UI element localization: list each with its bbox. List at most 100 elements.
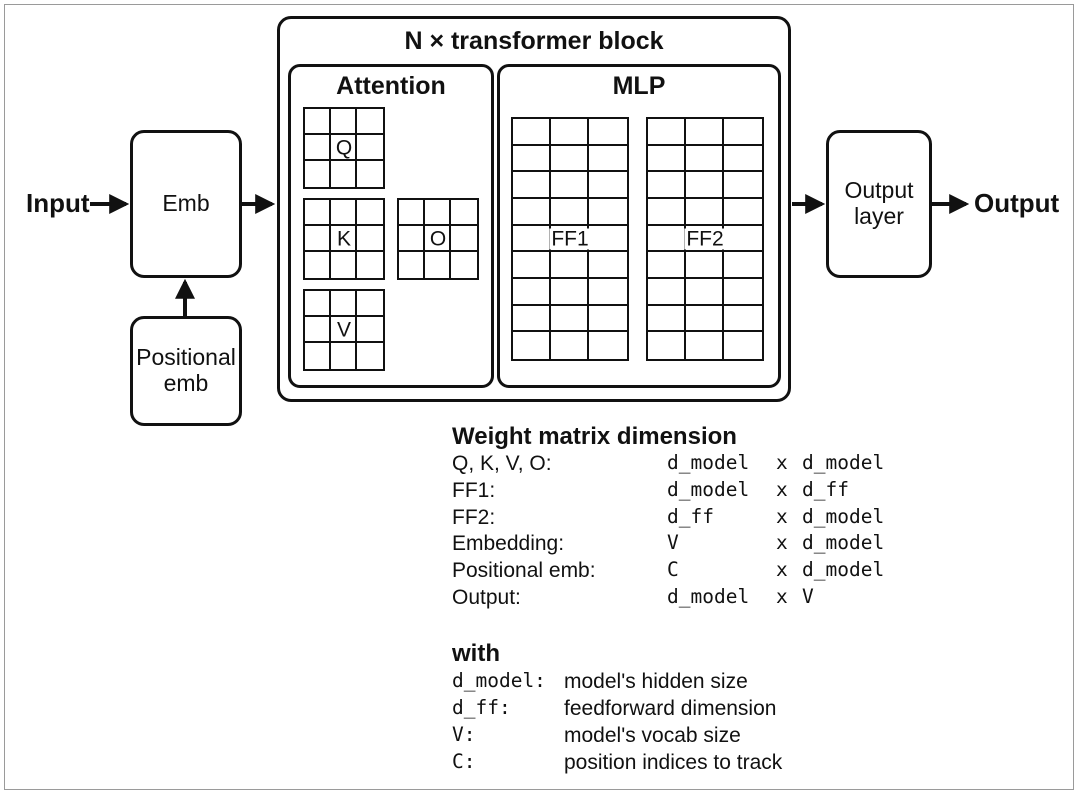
matrix-cell — [686, 198, 724, 226]
matrix-cell — [686, 119, 724, 146]
positional-embedding-box: Positional emb — [130, 316, 242, 426]
weight-row-name: Output: — [452, 586, 521, 609]
matrix-cell — [305, 161, 331, 187]
matrix-cell — [357, 109, 383, 135]
output-layer-box: Output layer — [826, 130, 932, 278]
matrix-cell — [513, 252, 551, 279]
matrix-cell — [648, 332, 686, 359]
weights-heading: Weight matrix dimension — [452, 423, 737, 450]
matrix-cell — [305, 135, 331, 161]
matrix-cell — [331, 343, 357, 369]
weight-row-rows-dim: V — [667, 531, 679, 555]
matrix-cell — [305, 291, 331, 317]
weight-row-name: FF1: — [452, 478, 496, 502]
matrix-cell — [686, 332, 724, 359]
legend-meaning: position indices to track — [564, 751, 783, 774]
weight-row-x: x — [776, 558, 788, 582]
weight-row-x: x — [776, 477, 788, 501]
matrix-cell — [551, 278, 589, 306]
matrix-cell — [451, 252, 477, 278]
matrix-cell — [724, 199, 762, 226]
weight-row-x: x — [776, 451, 788, 474]
matrix-cell — [331, 252, 357, 278]
k-matrix-label: K — [334, 227, 354, 251]
embedding-box: Emb — [130, 130, 242, 278]
legend-meaning: feedforward dimension — [564, 697, 777, 720]
matrix-cell — [399, 200, 425, 226]
matrix-cell — [589, 279, 627, 306]
matrix-cell — [357, 291, 383, 317]
matrix-cell — [589, 252, 627, 279]
weight-row-name: Q, K, V, O: — [452, 452, 552, 475]
matrix-cell — [551, 305, 589, 333]
matrix-cell — [724, 252, 762, 279]
matrix-cell — [331, 226, 357, 252]
matrix-cell — [589, 332, 627, 359]
weight-row-cols-dim: d_model — [802, 531, 885, 555]
weight-row-rows-dim: C — [667, 558, 679, 582]
matrix-cell — [551, 145, 589, 173]
matrix-cell — [513, 225, 551, 253]
legend-meaning: model's hidden size — [564, 670, 748, 693]
output-layer-label: Output layer — [844, 177, 914, 229]
matrix-cell — [357, 343, 383, 369]
matrix-cell — [686, 305, 724, 333]
matrix-cell — [425, 252, 451, 278]
weight-row-name: Positional emb: — [452, 559, 596, 583]
matrix-cell — [686, 172, 724, 199]
output-label: Output — [974, 188, 1060, 218]
legend-symbol: d_ff: — [452, 696, 511, 719]
weight-row-x: x — [776, 504, 788, 528]
matrix-cell — [513, 145, 551, 173]
weight-row-cols-dim: d_model — [802, 504, 885, 528]
matrix-cell — [551, 119, 589, 146]
figure-frame — [4, 4, 1074, 790]
matrix-cell — [305, 109, 331, 135]
matrix-cell — [357, 200, 383, 226]
k-matrix — [303, 198, 385, 280]
matrix-cell — [648, 252, 686, 279]
v-matrix — [303, 289, 385, 371]
matrix-cell — [331, 161, 357, 187]
positional-embedding-label: Positional emb — [136, 344, 236, 396]
matrix-cell — [331, 109, 357, 135]
weight-row-rows-dim: d_ff — [667, 504, 714, 528]
legend-symbol: V: — [452, 723, 476, 746]
q-matrix — [303, 107, 385, 189]
matrix-cell — [513, 198, 551, 226]
matrix-cell — [686, 145, 724, 173]
matrix-cell — [589, 146, 627, 173]
matrix-cell — [331, 135, 357, 161]
attention-block — [288, 64, 494, 388]
weight-row-name: FF2: — [452, 505, 496, 529]
matrix-cell — [724, 119, 762, 146]
weight-row-x: x — [776, 585, 788, 608]
matrix-cell — [305, 200, 331, 226]
matrix-cell — [331, 200, 357, 226]
matrix-cell — [357, 135, 383, 161]
matrix-cell — [648, 278, 686, 306]
matrix-cell — [724, 279, 762, 306]
matrix-cell — [357, 317, 383, 343]
input-label: Input — [26, 188, 90, 218]
weight-row-cols-dim: d_model — [802, 451, 885, 474]
matrix-cell — [589, 172, 627, 199]
ff1-matrix-label: FF1 — [549, 227, 591, 251]
matrix-cell — [425, 226, 451, 252]
weight-row-name: Embedding: — [452, 532, 565, 556]
matrix-cell — [513, 278, 551, 306]
matrix-cell — [648, 119, 686, 146]
matrix-cell — [648, 172, 686, 199]
matrix-cell — [551, 198, 589, 226]
matrix-cell — [724, 146, 762, 173]
matrix-cell — [357, 226, 383, 252]
legend-symbol: C: — [452, 750, 476, 773]
matrix-cell — [724, 332, 762, 359]
matrix-cell — [686, 252, 724, 279]
matrix-cell — [648, 305, 686, 333]
transformer-block-title: N × transformer block — [404, 27, 664, 55]
weight-row-rows-dim: d_model — [667, 451, 750, 474]
weight-row-cols-dim: V — [802, 585, 814, 608]
matrix-cell — [551, 172, 589, 199]
